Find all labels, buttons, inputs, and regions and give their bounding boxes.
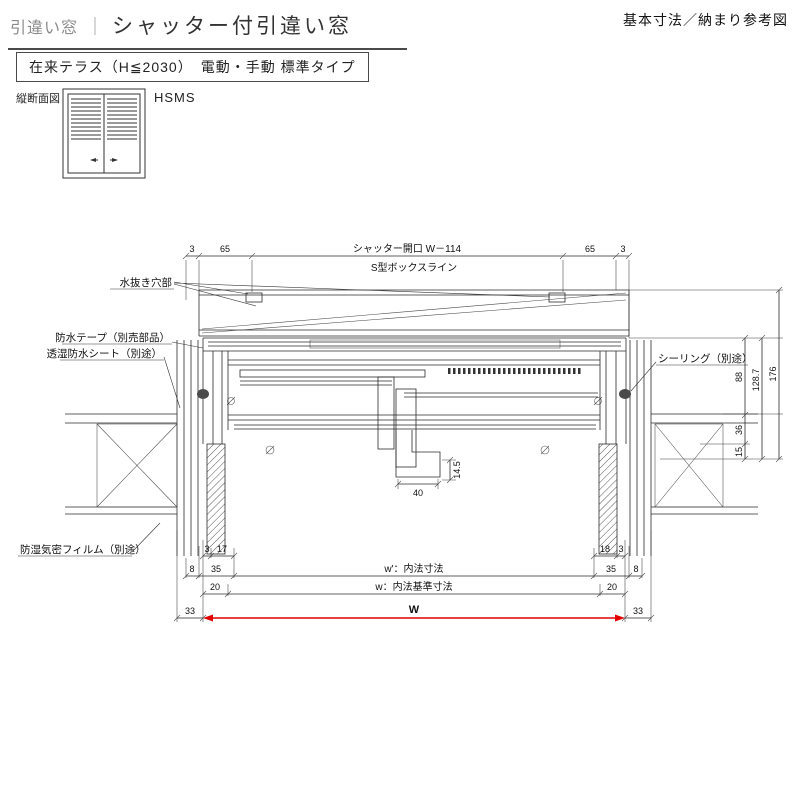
dim-b3-l20: 20: [210, 582, 220, 592]
callout-waterproof-tape: 防水テープ（別売部品）: [55, 331, 170, 344]
callout-sealing: シーリング（別途）: [658, 352, 753, 365]
dim-inner-width: w'：内法寸法: [383, 562, 443, 575]
dim-b4-l33: 33: [185, 606, 195, 616]
section-figure-block: 縦断面図 HSMS: [16, 88, 196, 185]
furring-hatch-left: [206, 443, 226, 555]
right-callout: シーリング（別途）: [630, 352, 753, 392]
spec-box: 在来テラス（H≦2030） 電動・手動 標準タイプ: [16, 52, 369, 82]
shutter-box: 水抜き穴部: [110, 276, 630, 337]
dim-shutter-opening: シャッター開口 W－114: [353, 243, 462, 255]
title-separator: ｜: [86, 17, 105, 37]
dim-top-left-3: 3: [189, 244, 194, 254]
right-dimensions: 88 36 15 128.7 176: [629, 286, 783, 463]
model-code: HSMS: [154, 90, 196, 105]
dim-b1-l3: 3: [204, 544, 209, 554]
dim-b2-l8: 8: [189, 564, 194, 574]
titlebar: 引違い窓 ｜ シャッター付引違い窓 基本寸法／納まり参考図: [8, 10, 792, 50]
red-arrowhead-right: [615, 614, 625, 622]
wood-hatch-left: [96, 423, 178, 508]
dim-40: 40: [413, 488, 423, 498]
right-wall: [598, 340, 758, 556]
callout-drain-hole: 水抜き穴部: [120, 276, 173, 289]
dim-b2-r35: 35: [606, 564, 616, 574]
dim-b2-l35: 35: [211, 564, 221, 574]
left-callouts: 防水テープ（別売部品） 透湿防水シート（別途） 防湿気密フィルム（別途）: [18, 331, 204, 557]
dim-b2-r8: 8: [633, 564, 638, 574]
callout-moisture-film: 防湿気密フィルム（別途）: [20, 543, 146, 556]
dim-b4-r33: 33: [633, 606, 643, 616]
dim-128-7: 128.7: [751, 369, 761, 392]
dim-base-width: w：内法基準寸法: [374, 580, 452, 593]
bottom-dimensions: 3 17 18 3 8 35 w'：内法寸法 35 8 20 w：内法基準寸法 …: [173, 530, 655, 622]
dim-14-5: 14.5: [452, 461, 462, 479]
window-section-icon: [62, 88, 146, 185]
dim-top-left-65: 65: [220, 244, 230, 254]
sealing-blob-left: [197, 389, 209, 399]
window-type-category: 引違い窓: [10, 20, 79, 37]
red-arrowhead-left: [203, 614, 213, 622]
dim-88: 88: [734, 372, 744, 382]
top-dimension-line: 3 65 シャッター開口 W－114 65 3 S型ボックスライン: [182, 243, 633, 338]
dim-b1-l17: 17: [217, 544, 227, 554]
wood-hatch-right: [654, 423, 724, 508]
dim-W: W: [409, 604, 420, 616]
dim-36: 36: [734, 425, 744, 435]
sealing-blob-right: [619, 389, 631, 399]
dim-b1-r3: 3: [618, 544, 623, 554]
sill: [227, 414, 601, 455]
callout-breathable-sheet: 透湿防水シート（別途）: [47, 347, 163, 360]
corner-note: 基本寸法／納まり参考図: [623, 12, 788, 28]
section-label: 縦断面図: [16, 93, 60, 105]
dim-top-right-3: 3: [620, 244, 625, 254]
dim-176: 176: [768, 366, 778, 381]
page-title: シャッター付引違い窓: [112, 15, 353, 38]
dim-15: 15: [734, 447, 744, 457]
sashes: [240, 376, 598, 478]
dim-top-right-65: 65: [585, 244, 595, 254]
furring-hatch-right: [598, 443, 618, 555]
mid-rails: [202, 351, 627, 444]
left-wall: [65, 340, 226, 556]
box-line-label: S型ボックスライン: [371, 261, 457, 274]
dim-b1-r18: 18: [600, 544, 610, 554]
title-group: 引違い窓 ｜ シャッター付引違い窓: [8, 10, 408, 50]
dim-b3-r20: 20: [607, 582, 617, 592]
sliding-window-icon: [62, 88, 146, 179]
head-frame: [202, 337, 627, 406]
center-dimensions: 40 14.5: [394, 456, 462, 498]
